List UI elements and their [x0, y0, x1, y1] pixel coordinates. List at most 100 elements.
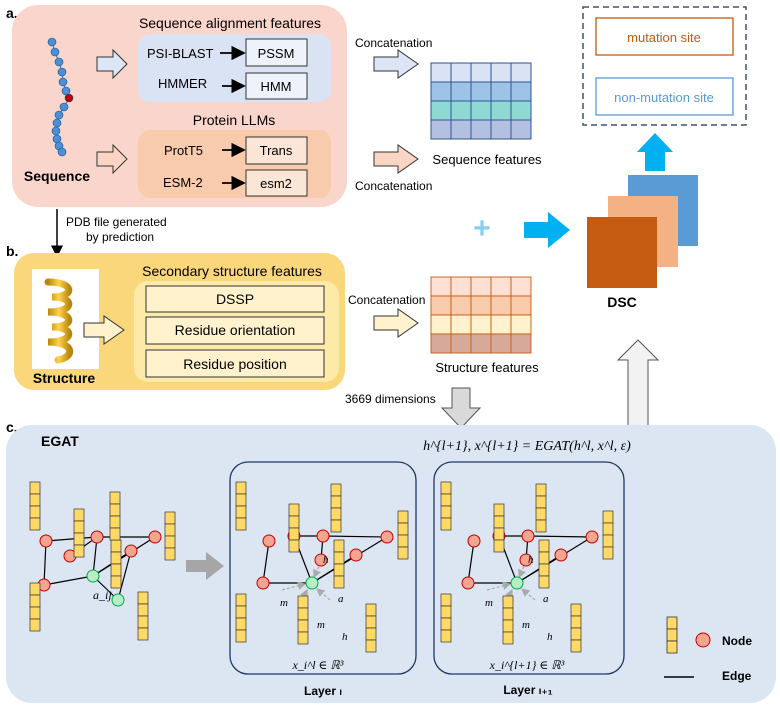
feature-vector-cell — [110, 563, 122, 577]
mutation-site-box — [595, 17, 734, 56]
feature-cell — [450, 100, 472, 121]
feature-vector-cell — [137, 627, 149, 641]
layer-l-box — [229, 461, 417, 675]
graph-edge — [43, 540, 47, 586]
feature-cell — [450, 62, 472, 83]
feature-cell — [450, 314, 472, 335]
feature-cell — [490, 81, 512, 102]
feature-vector-cell — [535, 483, 547, 497]
feature-vector-cell — [29, 594, 41, 608]
feature-vector-cell — [235, 593, 247, 607]
node-legend-icon — [695, 632, 711, 648]
mutation-residue — [64, 93, 74, 103]
feature-vector-cell — [365, 615, 377, 629]
feature-cell — [490, 295, 512, 316]
math-label: m — [280, 597, 288, 609]
graph-node — [521, 529, 535, 543]
residue — [51, 126, 61, 136]
structure-features-label: Structure features — [435, 360, 539, 375]
feature-vector-cell — [538, 539, 550, 553]
feature-cell — [510, 62, 532, 83]
feature-vector-cell — [440, 493, 452, 507]
orientation-label: Residue orientation — [175, 322, 296, 338]
edge-legend-label: Edge — [722, 669, 752, 683]
feature-cell — [430, 62, 452, 83]
feature-vector-cell — [235, 629, 247, 643]
structure-input-arrow — [83, 315, 125, 345]
feature-vector-cell — [602, 546, 614, 560]
dsc-output-arrow — [637, 133, 673, 171]
center-node — [305, 576, 319, 590]
prott5-label: ProtT5 — [164, 143, 203, 158]
feature-vector-cell — [29, 582, 41, 596]
egat-title: EGAT — [41, 433, 79, 449]
llm-title: Protein LLMs — [193, 112, 275, 128]
feature-vector-cell — [137, 615, 149, 629]
graph-node — [349, 548, 363, 562]
pdb-line2: by prediction — [86, 230, 154, 244]
layer-l1-label: Layer ₗ₊₁ — [503, 683, 552, 697]
to-dsc-arrow — [524, 212, 570, 248]
feature-vector-cell — [330, 483, 342, 497]
feature-vector-cell — [365, 639, 377, 653]
graph-node — [148, 530, 162, 544]
feature-vector-cell — [535, 495, 547, 509]
feature-cell — [470, 119, 492, 140]
message-arrow — [316, 588, 331, 601]
layer-l1-coord: x_i^{l+1} ∈ ℝ³ — [489, 658, 565, 672]
feature-cell — [510, 119, 532, 140]
feature-vector-cell — [235, 493, 247, 507]
sequence-label: Sequence — [24, 168, 90, 184]
pssm-box — [245, 38, 308, 67]
esm2-label: esm2 — [260, 176, 292, 191]
feature-cell — [430, 333, 452, 354]
feature-cell — [450, 81, 472, 102]
graph-edge — [117, 550, 132, 601]
math-label: h — [342, 631, 348, 643]
math-label: m — [522, 619, 530, 631]
dssp-box — [145, 285, 325, 313]
feature-vector-cell — [397, 510, 409, 524]
to-egat-arrow — [440, 387, 482, 429]
feature-cell — [470, 295, 492, 316]
feature-cell — [450, 119, 472, 140]
feature-cell — [510, 333, 532, 354]
feature-cell — [430, 276, 452, 297]
feature-vector-cell — [73, 532, 85, 546]
graph-node — [256, 576, 270, 590]
feature-vector-cell — [333, 539, 345, 553]
feature-vector-cell — [137, 591, 149, 605]
feature-vector-cell — [235, 481, 247, 495]
feature-vector-cell — [330, 495, 342, 509]
feature-vector-cell — [164, 511, 176, 525]
feature-vector-cell — [502, 631, 514, 645]
mutation-site-label: mutation site — [627, 30, 701, 45]
feature-vector-cell — [29, 493, 41, 507]
feature-vector-cell — [493, 503, 505, 517]
graph-edge — [262, 540, 270, 584]
feature-cell — [430, 314, 452, 335]
non-mutation-site-box — [595, 77, 734, 116]
feature-cell — [510, 314, 532, 335]
message-arrow — [486, 581, 512, 591]
feature-vector-cell — [330, 507, 342, 521]
math-label: m — [485, 597, 493, 609]
feature-cell — [450, 295, 472, 316]
feature-vector-cell — [502, 619, 514, 633]
hmm-box — [245, 72, 308, 100]
feature-vector-cell — [288, 503, 300, 517]
feature-vector-cell — [297, 619, 309, 633]
feature-vector-cell — [493, 515, 505, 529]
pssm-label: PSSM — [258, 46, 295, 61]
llm-input-arrow — [96, 143, 128, 175]
panel-b-label: b. — [6, 243, 18, 259]
residue — [54, 110, 64, 120]
layer-l1-box — [433, 461, 625, 675]
graph-node — [461, 576, 475, 590]
feature-vector-cell — [538, 575, 550, 589]
helix-icon — [44, 278, 73, 364]
feature-vector-cell — [235, 505, 247, 519]
feature-vector-cell — [440, 593, 452, 607]
non-mutation-site-label: non-mutation site — [614, 90, 714, 105]
feature-vector-cell — [235, 617, 247, 631]
